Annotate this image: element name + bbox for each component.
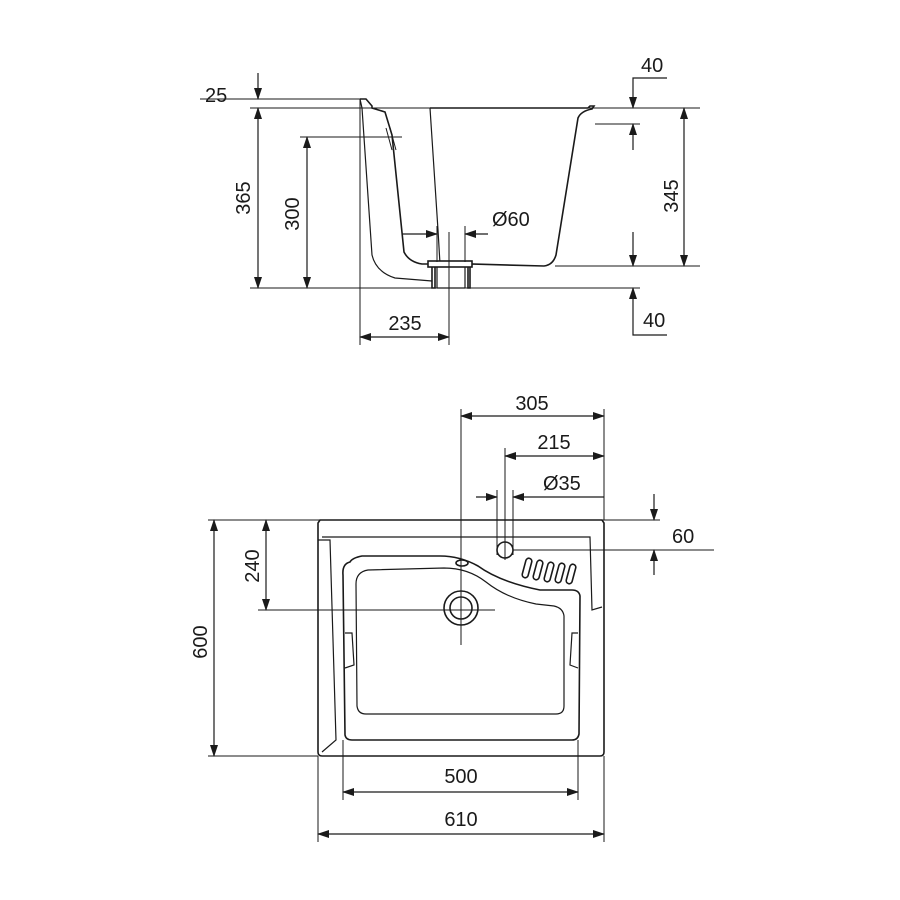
label-tap-from-back: 60	[672, 526, 694, 548]
label-top-lip: 40	[641, 55, 663, 77]
label-tap-diameter: Ø35	[543, 473, 581, 495]
label-bottom-offset: 40	[643, 310, 665, 332]
label-overflow-height: 300	[282, 197, 304, 230]
label-rim-thickness: 25	[205, 85, 227, 107]
top-basin-outer	[342, 555, 581, 741]
label-outer-width: 610	[444, 809, 477, 831]
top-rim-inner-line	[322, 536, 603, 611]
label-drain-diameter: Ø60	[492, 209, 530, 231]
side-drain-flange	[427, 260, 473, 268]
top-rim-side-left	[318, 539, 337, 753]
side-view: 25 365 300 Ø60 235 40 345 40	[200, 55, 700, 345]
label-tap-to-right: 215	[537, 432, 570, 454]
top-groove-3	[543, 561, 555, 583]
top-overflow-hole	[455, 559, 469, 567]
label-total-height: 365	[233, 181, 255, 214]
label-inner-width: 500	[444, 766, 477, 788]
side-overflow-mark-1	[385, 127, 393, 151]
top-right-wing	[569, 632, 579, 669]
side-back-wall-inner	[429, 107, 441, 265]
top-groove-4	[554, 562, 566, 584]
label-drain-offset: 235	[388, 313, 421, 335]
side-overflow-mark-2	[389, 127, 397, 151]
top-groove-1	[521, 557, 533, 579]
top-view: 305 215 Ø35 60 240 600 500 610	[190, 393, 714, 842]
label-drain-from-back: 240	[242, 549, 264, 582]
top-basin-inner	[355, 567, 565, 715]
side-back-wall-outer	[359, 98, 433, 282]
top-left-wing	[344, 632, 355, 669]
top-groove-5	[565, 563, 577, 585]
dim-arrow-top-lip-1	[629, 77, 667, 109]
label-drain-to-right: 305	[515, 393, 548, 415]
dim-arrow-bottom-2	[629, 287, 667, 336]
label-inner-depth: 345	[661, 179, 683, 212]
side-sink-profile	[360, 98, 596, 289]
label-depth: 600	[190, 625, 212, 658]
top-groove-2	[532, 559, 544, 581]
